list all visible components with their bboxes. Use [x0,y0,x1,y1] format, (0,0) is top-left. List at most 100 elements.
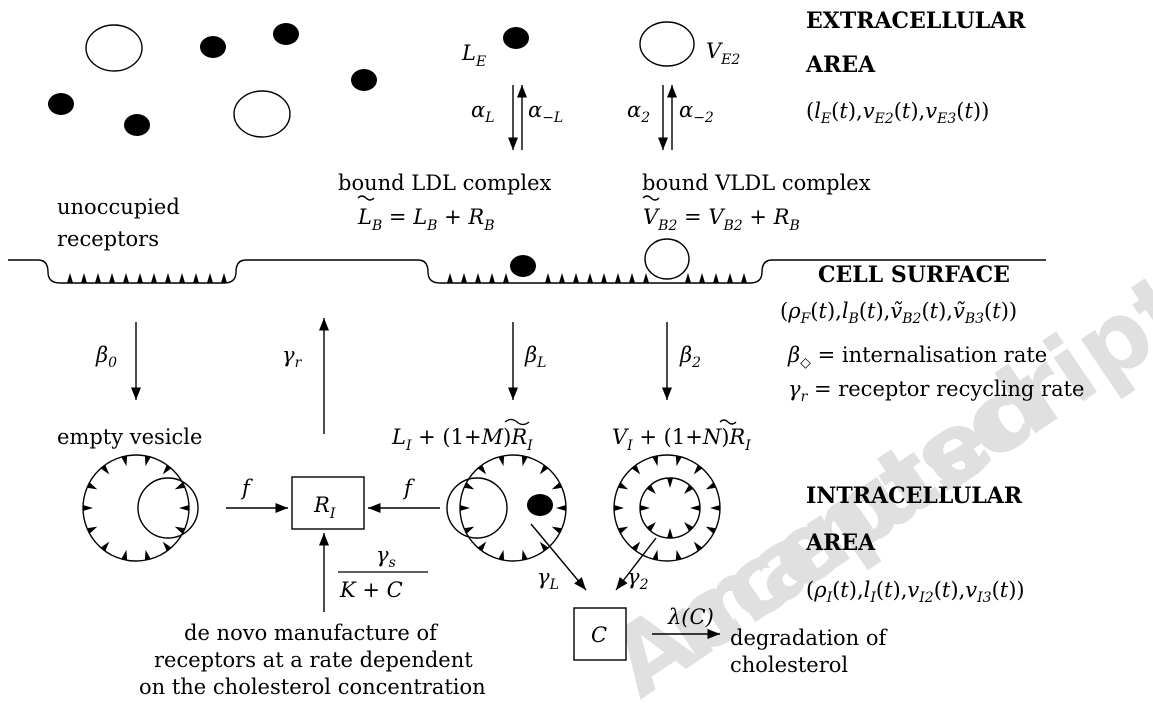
rate-gamma-2: γ2 [627,565,649,593]
region-extracellular-vars: (lE(t),vE2(t),vE3(t)) [806,99,989,127]
receptor-pool-box [291,476,365,530]
receptor-tick [447,273,453,283]
bound-ldl-particle [510,255,536,277]
rate-gamma-r: γr [282,343,303,371]
vesicle-receptor-tick [617,482,629,490]
ldl-particle [48,93,74,115]
cell-membrane [8,259,1046,284]
cholesterol-box [573,607,627,661]
vesicle-receptor-tick [631,541,641,552]
receptor-tick [615,273,621,283]
label-bound-ldl-eq: LB = LB + RB [357,205,495,234]
rate-gamma-L: γL [537,565,559,593]
definition-recycling: γr = receptor recycling rate [788,377,1084,405]
tilde-N [719,419,737,425]
receptor-tick [151,273,157,283]
vldl-particle-VE2 [639,21,695,67]
vesicle-receptor-tick [617,526,629,534]
vesicle-receptor-tick [646,522,656,532]
rate-lambda-C: λ(C) [667,605,714,629]
region-cell-surface-vars: (ρF(t),lB(t),ṽB2(t),ṽB3(t)) [780,299,1017,327]
region-extracellular-title-1: EXTRACELLULAR [806,8,1026,34]
receptor-tick [545,273,551,283]
rate-beta-2: β2 [679,343,701,371]
label-unoccupied-2: receptors [57,227,159,251]
vesicle-receptor-tick [463,526,475,534]
ldl-particle [273,23,299,45]
tilde-VB2 [642,195,660,201]
vesicle-receptor-tick [521,549,528,561]
vesicle-receptor-tick [705,526,717,534]
vesicle-receptor-tick [174,526,186,534]
label-degradation-2: cholesterol [730,653,848,677]
vesicle-receptor-tick [86,482,98,490]
receptor-tick [643,273,649,283]
label-unoccupied-1: unoccupied [57,195,180,219]
rate-gamma-s: γs [376,543,396,571]
extracellular-particles [48,21,695,138]
receptor-tick [685,273,691,283]
vesicle-receptor-tick [539,541,549,552]
vesicle-receptor-tick [144,455,151,467]
vesicle-receptor-tick [460,505,470,511]
receptor-tick [67,273,73,283]
tilde-M [504,418,530,426]
rate-alpha-minus-L: α−L [528,98,563,126]
receptor-tick [699,273,705,283]
bound-vldl-particle [644,238,690,280]
region-intracellular-vars: (ρI(t),lI(t),vI2(t),vI3(t)) [806,578,1025,606]
label-VE2: VE2 [706,39,740,68]
definition-internalisation: β◇ = internalisation rate [787,343,1047,371]
receptor-tick [123,273,129,283]
vesicle-receptor-tick [684,522,694,532]
vesicle-receptor-tick [684,484,694,494]
label-bound-ldl: bound LDL complex [338,171,552,195]
rate-f-ldl: f [402,476,415,500]
label-empty-vesicle: empty vesicle [57,425,202,449]
vldl-vesicle [613,454,721,562]
vesicle-receptor-tick [646,484,656,494]
ldl-particle [351,69,377,91]
ldl-particle [124,114,150,136]
vesicle-receptor-tick [667,478,673,488]
label-bound-vldl-eq: VB2 = VB2 + RB [643,205,800,234]
rate-beta-L: βL [524,343,546,371]
rate-beta-0: β0 [95,343,117,371]
vesicle-receptor-tick [174,482,186,490]
vesicle-receptor-tick [539,464,549,475]
receptor-tick [741,273,747,283]
receptor-tick [713,273,719,283]
vesicle-receptor-tick [86,526,98,534]
vesicle-receptor-tick [631,464,641,475]
vesicle-receptor-tick [652,549,659,561]
vldl-particle [85,24,143,72]
vesicle-receptor-tick [705,482,717,490]
label-C: C [591,623,607,647]
rate-alpha-L: αL [471,98,494,126]
label-denovo-1: de novo manufacture of [184,621,439,645]
region-extracellular-title-2: AREA [805,52,876,78]
vesicle-receptor-tick [162,464,172,475]
vesicle-receptor-tick [667,528,673,538]
label-ldl-vesicle: LI + (1+M)RI [391,425,533,454]
receptor-ticks [67,273,747,283]
ldl-vesicle-inner [446,477,508,539]
receptor-tick [629,273,635,283]
empty-vesicle-inner [137,477,199,539]
vesicle-receptor-tick [498,549,505,561]
receptor-tick [587,273,593,283]
receptor-tick [489,273,495,283]
vesicle-receptor-tick [614,505,624,511]
receptor-tick [461,273,467,283]
ldl-in-vesicle [527,494,553,516]
vesicle-receptor-tick [100,464,110,475]
label-LE: LE [461,41,486,70]
label-vldl-vesicle: VI + (1+N)RI [612,425,751,454]
label-bound-vldl: bound VLDL complex [642,171,871,195]
vesicle-receptor-tick [675,549,682,561]
vesicle-receptor-tick [675,455,682,467]
receptor-tick [503,273,509,283]
vesicle-receptor-ticks [83,455,720,561]
receptor-tick [221,273,227,283]
receptor-tick [109,273,115,283]
